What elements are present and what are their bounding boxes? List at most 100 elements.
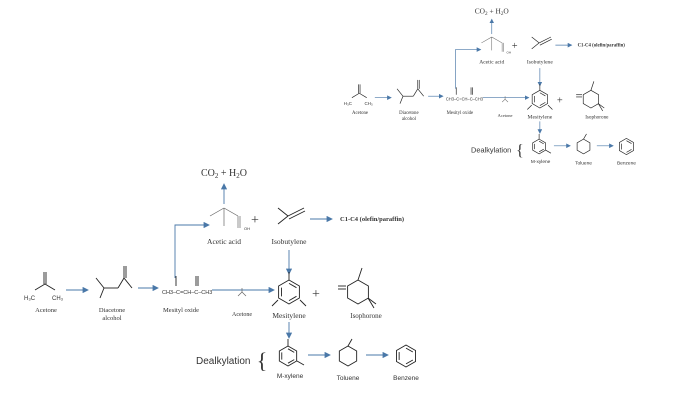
bond-line [237,291,243,297]
bond-line [399,96,404,104]
svg-text:OH: OH [244,226,250,231]
reaction-scheme-top-right: CO2 + H2O OH Acetic acid + Isobutylene C1-C4 … [344,6,636,166]
toluene-ring [338,345,358,367]
toluene-label: Toluene [337,375,360,382]
bond-line [504,98,509,103]
bond-line [481,36,492,44]
scheme-content: CO2 + H2O OH Acetic acid + Isobutylene C1-C4 … [344,6,636,166]
bond-line [209,207,225,217]
bond-line [357,267,363,281]
plus-sign-top: + [251,213,259,228]
diacetone-alcohol-structure [95,266,133,299]
benzene-label: Benzene [617,160,636,166]
mesitylene-label: Mesitylene [272,311,306,320]
dealkylation-label: Dealkylation [196,356,250,367]
bond-line [34,283,46,291]
acetone-structure: H₃C CH₃ [24,272,64,302]
mesityl-oxide-structure: CH3–C=CH–C–CH3 [446,87,484,102]
bond-line [347,338,353,347]
acetic-acid-label: Acetic acid [207,237,241,246]
mesityl-oxide-structure: CH3–C=CH–C–CH3 [162,276,212,296]
bond-line [417,88,424,97]
dealkylation-brace: { [257,348,268,373]
benzene-ring [396,344,416,368]
c1c4-label: C1-C4 (olefin/paraffin) [340,216,404,223]
plus-sign-mid: + [312,287,320,302]
bond-line [287,207,305,217]
plus-sign-mid: + [557,96,563,107]
bond-line [271,299,279,307]
svg-text:OH: OH [507,50,511,54]
mesityl-chain-formula: CH3–C=CH–C–CH3 [446,97,484,102]
bond-line [598,103,605,109]
bond-line [501,98,506,103]
m-xylene-label: M-xylene [277,373,304,380]
co2-h2o-label: CO2 + H2O [475,6,510,16]
bond-line [367,297,375,309]
bond-line [241,291,247,297]
acetic-acid-label: Acetic acid [479,60,504,66]
isophorone-ring [338,267,377,309]
bond-line [396,88,404,97]
bond-line [288,210,306,220]
acetone-small-label: Acetone [498,113,513,118]
bond-line [44,283,56,291]
svg-text:H₃C: H₃C [24,296,36,302]
bond-line [527,104,532,110]
arrow-mesityl-to-acetic [455,47,482,89]
bond-line [531,36,540,44]
bond-line [277,207,289,217]
diacetone-label-line2: alcohol [102,315,121,322]
mesityl-oxide-label: Mesityl oxide [447,111,474,116]
isobutylene-label: Isobutylene [527,60,553,66]
bond-line [491,36,503,44]
m-xylene-ring [278,345,298,367]
c1c4-label: C1-C4 (olefin/paraffin) [578,44,626,49]
bond-line [547,104,553,110]
mesityl-oxide-label: Mesityl oxide [163,307,199,314]
diacetone-label-line2: alcohol [402,117,417,122]
bond-line [583,133,587,140]
bond-line [95,277,105,289]
acetone-label: Acetone [35,307,57,314]
bond-line [531,42,540,50]
bond-line [545,149,552,154]
dealkylation-brace: { [516,140,524,159]
bond-line [413,88,419,97]
diacetone-label-line1: Diacetone [399,111,418,116]
isophorone-label: Isophorone [585,114,609,120]
bond-line [99,287,105,299]
bond-line [117,277,125,289]
isophorone-label: Isophorone [350,312,382,320]
toluene-label: Toluene [575,160,592,166]
bond-line [367,297,377,305]
bond-line [538,36,552,44]
m-xylene-label: M-xylene [531,159,551,165]
acetone-small-label: Acetone [232,312,252,318]
m-xylene-ring [532,138,546,155]
isobutylene-structure [277,207,306,225]
bond-line [598,103,604,112]
benzene-ring [619,137,634,156]
acetic-acid-structure: OH [481,36,511,54]
svg-text:H₃C: H₃C [344,101,353,106]
arrow-mesityl-to-acetic [174,221,210,278]
isophorone-ring [576,81,605,112]
benzene-label: Benzene [393,375,419,382]
acetone-structure: H₃C CH₃ [344,84,373,106]
co2-h2o-label: CO2 + H2O [201,168,247,180]
isobutylene-structure [531,36,552,50]
bond-line [359,92,367,98]
acetic-acid-structure: OH [209,207,250,231]
bond-line [299,299,307,307]
mesityl-chain-formula: CH3–C=CH–C–CH3 [162,290,212,296]
plus-sign-top: + [512,41,518,52]
acetone-small-structure [237,288,247,297]
svg-text:CH₃: CH₃ [364,101,372,106]
svg-text:CH₃: CH₃ [52,296,64,302]
bond-line [539,38,552,46]
dealkylation-label: Dealkylation [471,145,511,154]
